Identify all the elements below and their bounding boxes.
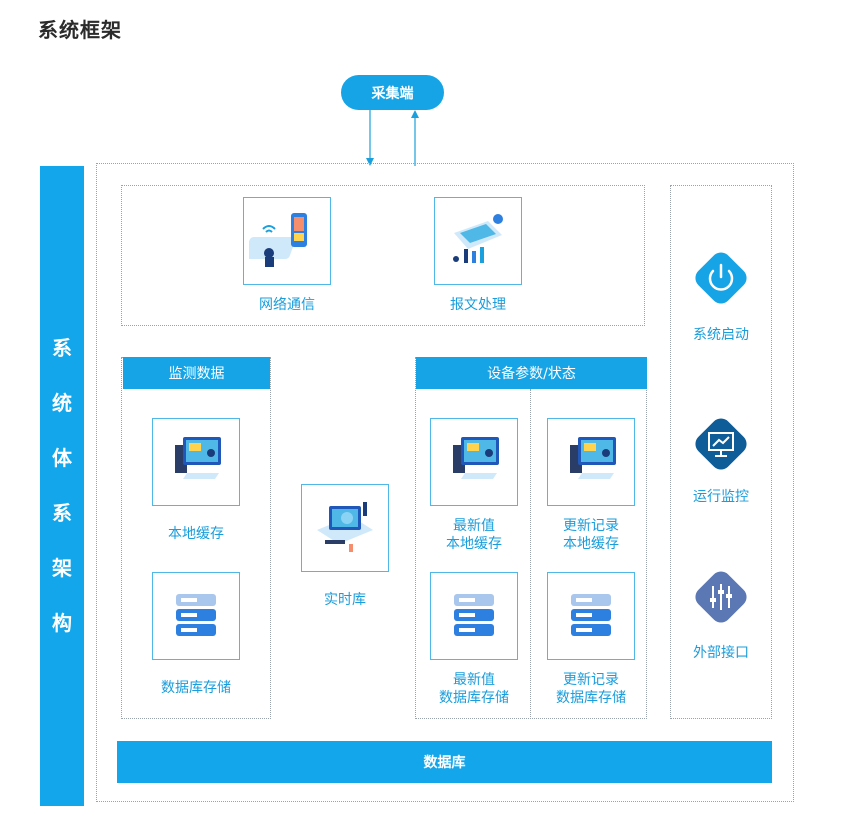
monitoring-label: 运行监控 <box>693 489 749 505</box>
database-bar: 数据库 <box>117 741 772 783</box>
latest-db-label: 最新值 数据库存储 <box>424 671 524 707</box>
system-architecture-bar: 系 统 体 系 架 构 <box>40 166 84 806</box>
latest-cache-line1: 最新值 <box>453 518 495 534</box>
system-box <box>670 185 772 719</box>
update-cache-line1: 更新记录 <box>563 518 619 534</box>
network-label: 网络通信 <box>259 297 315 313</box>
bar-char: 系 <box>52 336 72 360</box>
device-divider <box>530 389 531 719</box>
power-icon <box>686 243 756 313</box>
server-icon <box>547 572 635 660</box>
network-icon <box>243 197 331 285</box>
update-db-label: 更新记录 数据库存储 <box>541 671 641 707</box>
message-label: 报文处理 <box>450 297 506 313</box>
latest-cache-label: 最新值 本地缓存 <box>424 517 524 553</box>
collector-node: 采集端 <box>341 75 444 110</box>
update-cache-line2: 本地缓存 <box>563 536 619 552</box>
update-db-line2: 数据库存储 <box>556 690 626 706</box>
monitor-icon <box>686 409 756 479</box>
device-title: 设备参数/状态 <box>416 357 647 389</box>
update-db-line1: 更新记录 <box>563 672 619 688</box>
realtime-icon <box>301 484 389 572</box>
local-cache-label: 本地缓存 <box>168 526 224 542</box>
startup-label: 系统启动 <box>693 327 749 343</box>
interface-label: 外部接口 <box>693 645 749 661</box>
latest-db-line1: 最新值 <box>453 672 495 688</box>
interface-icon <box>686 562 756 632</box>
computer-icon <box>547 418 635 506</box>
comm-box <box>121 185 645 326</box>
realtime-label: 实时库 <box>324 592 366 608</box>
bar-char: 系 <box>52 501 72 525</box>
bar-char: 构 <box>52 611 72 635</box>
server-icon <box>152 572 240 660</box>
computer-icon <box>430 418 518 506</box>
server-icon <box>430 572 518 660</box>
latest-db-line2: 数据库存储 <box>439 690 509 706</box>
page-title: 系统框架 <box>38 18 122 42</box>
update-cache-label: 更新记录 本地缓存 <box>541 517 641 553</box>
bar-char: 统 <box>52 391 72 415</box>
db-storage-label: 数据库存储 <box>161 680 231 696</box>
bar-char: 体 <box>52 446 72 470</box>
computer-icon <box>152 418 240 506</box>
monitor-title: 监测数据 <box>123 357 270 389</box>
collector-arrows <box>366 110 419 166</box>
bar-char: 架 <box>52 556 72 580</box>
message-icon <box>434 197 522 285</box>
latest-cache-line2: 本地缓存 <box>446 536 502 552</box>
architecture-frame <box>96 163 794 802</box>
